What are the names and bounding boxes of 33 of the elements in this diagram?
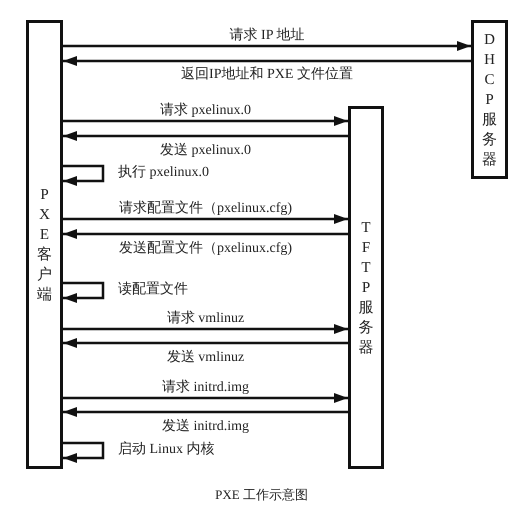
message-label: 返回IP地址和 PXE 文件位置: [181, 67, 353, 83]
participant-label: PXE 客户端: [36, 186, 52, 304]
message-arrow: [63, 324, 348, 334]
message-label: 发送 initrd.img: [162, 419, 250, 435]
participant-box: [26, 20, 63, 469]
message-label: 请求 IP 地址: [230, 28, 304, 44]
message-label: 请求 vmlinuz: [166, 311, 244, 327]
figure-caption: PXE 工作示意图: [215, 486, 308, 504]
message-label: 请求配置文件（pxelinux.cfg): [118, 201, 292, 217]
message-label: 读配置文件: [118, 282, 188, 298]
message-arrow: [63, 407, 348, 417]
message-label: 发送 pxelinux.0: [160, 143, 251, 159]
participant-box: [471, 20, 508, 179]
participant-label: DHCP服务器: [482, 30, 498, 170]
message-label: 请求 initrd.img: [162, 380, 250, 396]
message-arrow: [63, 338, 348, 348]
message-arrow: [63, 164, 104, 186]
participant-label: TFTP 服务器: [358, 218, 374, 358]
message-arrow: [63, 41, 471, 51]
message-label: 执行 pxelinux.0: [118, 165, 209, 181]
message-arrow: [63, 393, 348, 403]
message-label: 请求 pxelinux.0: [160, 103, 251, 119]
participant-box: [348, 106, 384, 469]
message-label: 发送配置文件（pxelinux.cfg): [118, 241, 292, 257]
message-arrow: [63, 442, 104, 463]
message-label: 启动 Linux 内核: [118, 442, 214, 458]
message-arrow: [63, 214, 348, 224]
message-arrow: [63, 229, 348, 239]
message-arrow: [63, 282, 104, 303]
message-arrow: [63, 56, 471, 66]
message-arrow: [63, 131, 348, 141]
message-label: 发送 vmlinuz: [166, 350, 244, 366]
message-arrow: [63, 116, 348, 126]
